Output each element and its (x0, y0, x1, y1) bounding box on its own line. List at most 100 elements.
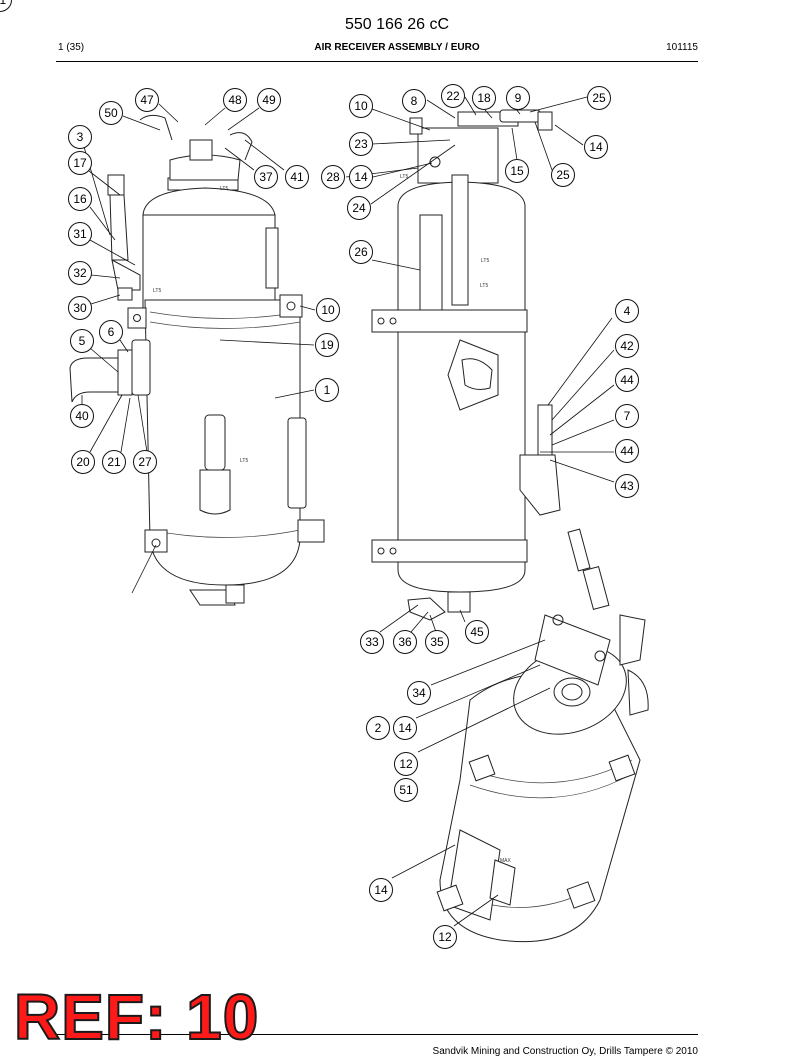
callout-circle (257, 88, 281, 112)
lt5-label: LT5 (240, 458, 248, 464)
callout-number: 12 (438, 930, 452, 944)
callout-number: 8 (411, 94, 418, 108)
receiver-isometric-view: MAX (436, 528, 649, 943)
callout-circle (68, 296, 92, 320)
callout-circle (70, 404, 94, 428)
header-divider (56, 61, 698, 62)
front-top-block (189, 139, 213, 161)
callout-circle (465, 620, 489, 644)
callout-number: 14 (374, 883, 388, 897)
callout-circle (394, 778, 418, 802)
lt5-label: LT5 (480, 283, 488, 289)
callout-circle (223, 88, 247, 112)
lt5-label: LT5 (153, 288, 161, 294)
callout-circle (551, 163, 575, 187)
callout-number: 30 (73, 301, 87, 315)
callout-number: 43 (620, 479, 634, 493)
callout-number: 6 (108, 325, 115, 339)
callout-number: 41 (290, 170, 304, 184)
callout-circle (285, 165, 309, 189)
front-dome (142, 187, 276, 216)
callout-number: 9 (515, 91, 522, 105)
side-strap-upper (371, 309, 528, 333)
front-upper-shell (142, 214, 276, 312)
callout-number: 14 (354, 170, 368, 184)
iso-upper-pipe (567, 528, 591, 572)
lt5-label: LT5 (400, 174, 408, 180)
callout-circle (402, 89, 426, 113)
callout-number: 1 (324, 383, 331, 397)
callout-number: 49 (262, 93, 276, 107)
callout-circle (68, 187, 92, 211)
front-strap-bracket-lower (144, 529, 168, 553)
max-label: MAX (500, 858, 512, 864)
callout-number: 40 (75, 409, 89, 423)
receiver-side-view: LT5 LT5 LT5 (371, 109, 561, 621)
callout-number: 18 (477, 91, 491, 105)
front-side-fitting (229, 132, 253, 161)
callout-circle (349, 132, 373, 156)
callout-circle (315, 333, 339, 357)
callout-number: 5 (79, 334, 86, 348)
callout-number: 14 (398, 721, 412, 735)
callout-number: 23 (354, 137, 368, 151)
callout-circle (68, 261, 92, 285)
callout-circle (506, 86, 530, 110)
callout-number: 36 (398, 635, 412, 649)
callout-number: 31 (73, 227, 87, 241)
front-elbow-fitting (69, 357, 119, 403)
callout-number: 17 (73, 156, 87, 170)
document-number: 550 166 26 cC (344, 16, 450, 33)
callout-circle (615, 368, 639, 392)
callout-circle (615, 474, 639, 498)
callout-number: 4 (624, 304, 631, 318)
side-strap-lower (371, 539, 528, 563)
receiver-front-view: LT5 LT5 LT5 (69, 114, 325, 606)
callout-circle (102, 450, 126, 474)
callout-circle (587, 86, 611, 110)
side-level-window (419, 214, 443, 326)
callout-circle (505, 159, 529, 183)
front-drain (189, 589, 236, 606)
front-top-valve (169, 154, 241, 181)
callout-number: 22 (446, 89, 460, 103)
callout-circle (71, 450, 95, 474)
document-code: 101115 (666, 42, 698, 53)
callout-circle (133, 450, 157, 474)
callout-number: 2 (375, 721, 382, 735)
callout-number: 10 (321, 303, 335, 317)
callout-number: 28 (326, 170, 340, 184)
footer-divider (56, 1034, 698, 1035)
callout-circle (441, 84, 465, 108)
iso-top-port (553, 677, 591, 707)
side-outlet-fitting (537, 404, 553, 456)
ref-stamp: REF: 10 (13, 981, 260, 1053)
callout-circle (615, 334, 639, 358)
callout-circle (0, 0, 12, 12)
iso-top-bracket (534, 614, 611, 686)
side-outlet-elbow (519, 454, 561, 516)
side-top-frame (417, 127, 499, 184)
callout-circle (349, 240, 373, 264)
front-sight-cylinder (199, 469, 231, 515)
callout-circle (407, 681, 431, 705)
callout-circle (366, 716, 390, 740)
callout-number: 48 (228, 93, 242, 107)
callout-circle (369, 878, 393, 902)
callout-number: 10 (354, 99, 368, 113)
callout-circle (615, 439, 639, 463)
callout-number: 34 (412, 686, 426, 700)
leader-lines (81, 96, 615, 927)
callout-number: 37 (259, 170, 273, 184)
callout-number: 25 (592, 91, 606, 105)
front-sight-fitting (204, 414, 226, 471)
callout-number: 26 (354, 245, 368, 259)
callout-number: 11 (0, 0, 7, 7)
page-title: AIR RECEIVER ASSEMBLY / EURO (314, 42, 480, 53)
callout-number: 24 (352, 201, 366, 215)
callout-number: 14 (589, 140, 603, 154)
callout-number: 35 (430, 635, 444, 649)
callout-circle (68, 222, 92, 246)
callout-circle (472, 86, 496, 110)
